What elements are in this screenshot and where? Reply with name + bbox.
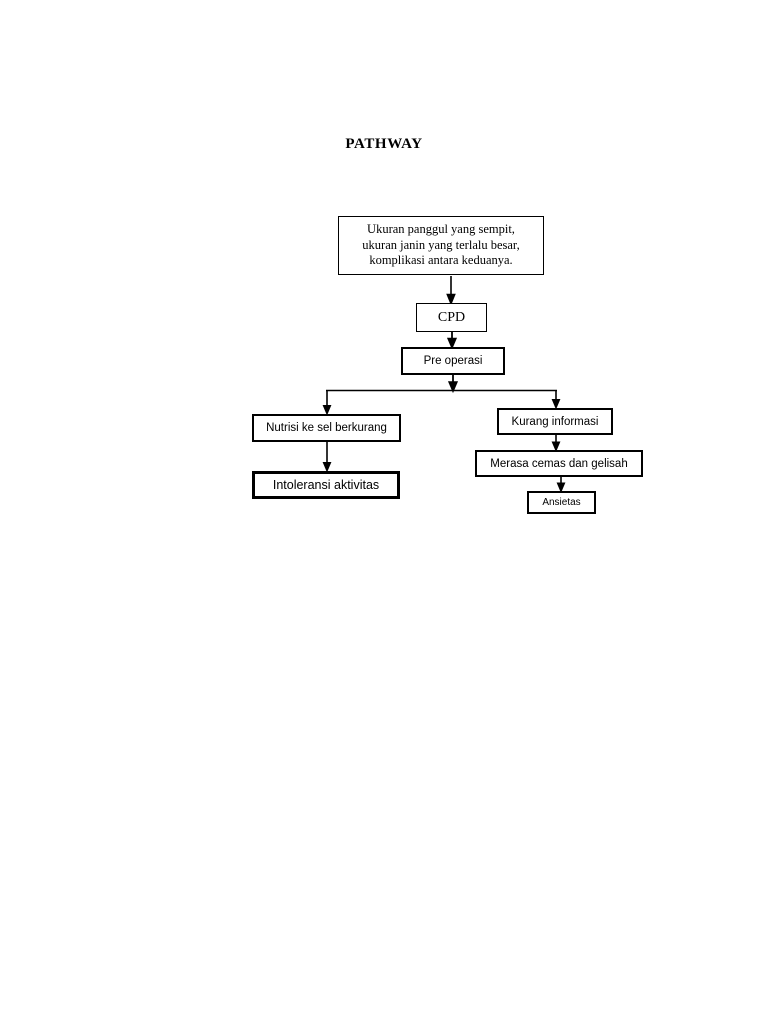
node-pre-operasi-label: Pre operasi xyxy=(423,355,483,367)
node-ansietas: Ansietas xyxy=(527,491,596,514)
node-cpd: CPD xyxy=(416,303,487,332)
node-cause-label: Ukuran panggul yang sempit, ukuran janin… xyxy=(362,222,520,268)
node-kurang-informasi-label: Kurang informasi xyxy=(511,415,599,428)
node-cause: Ukuran panggul yang sempit, ukuran janin… xyxy=(338,216,544,275)
node-merasa-cemas-dan-gelisah: Merasa cemas dan gelisah xyxy=(475,450,643,477)
node-pre-operasi: Pre operasi xyxy=(401,347,505,375)
node-ansietas-label: Ansietas xyxy=(542,497,581,508)
node-intoleransi-aktivitas: Intoleransi aktivitas xyxy=(252,471,400,499)
node-nutrisi-label: Nutrisi ke sel berkurang xyxy=(266,422,387,434)
page-title: PATHWAY xyxy=(345,136,423,152)
node-merasa-cemas-label: Merasa cemas dan gelisah xyxy=(490,457,628,470)
node-nutrisi-ke-sel-berkurang: Nutrisi ke sel berkurang xyxy=(252,414,401,442)
node-kurang-informasi: Kurang informasi xyxy=(497,408,613,435)
node-intoleransi-label: Intoleransi aktivitas xyxy=(272,478,380,492)
node-cpd-label: CPD xyxy=(437,309,466,325)
